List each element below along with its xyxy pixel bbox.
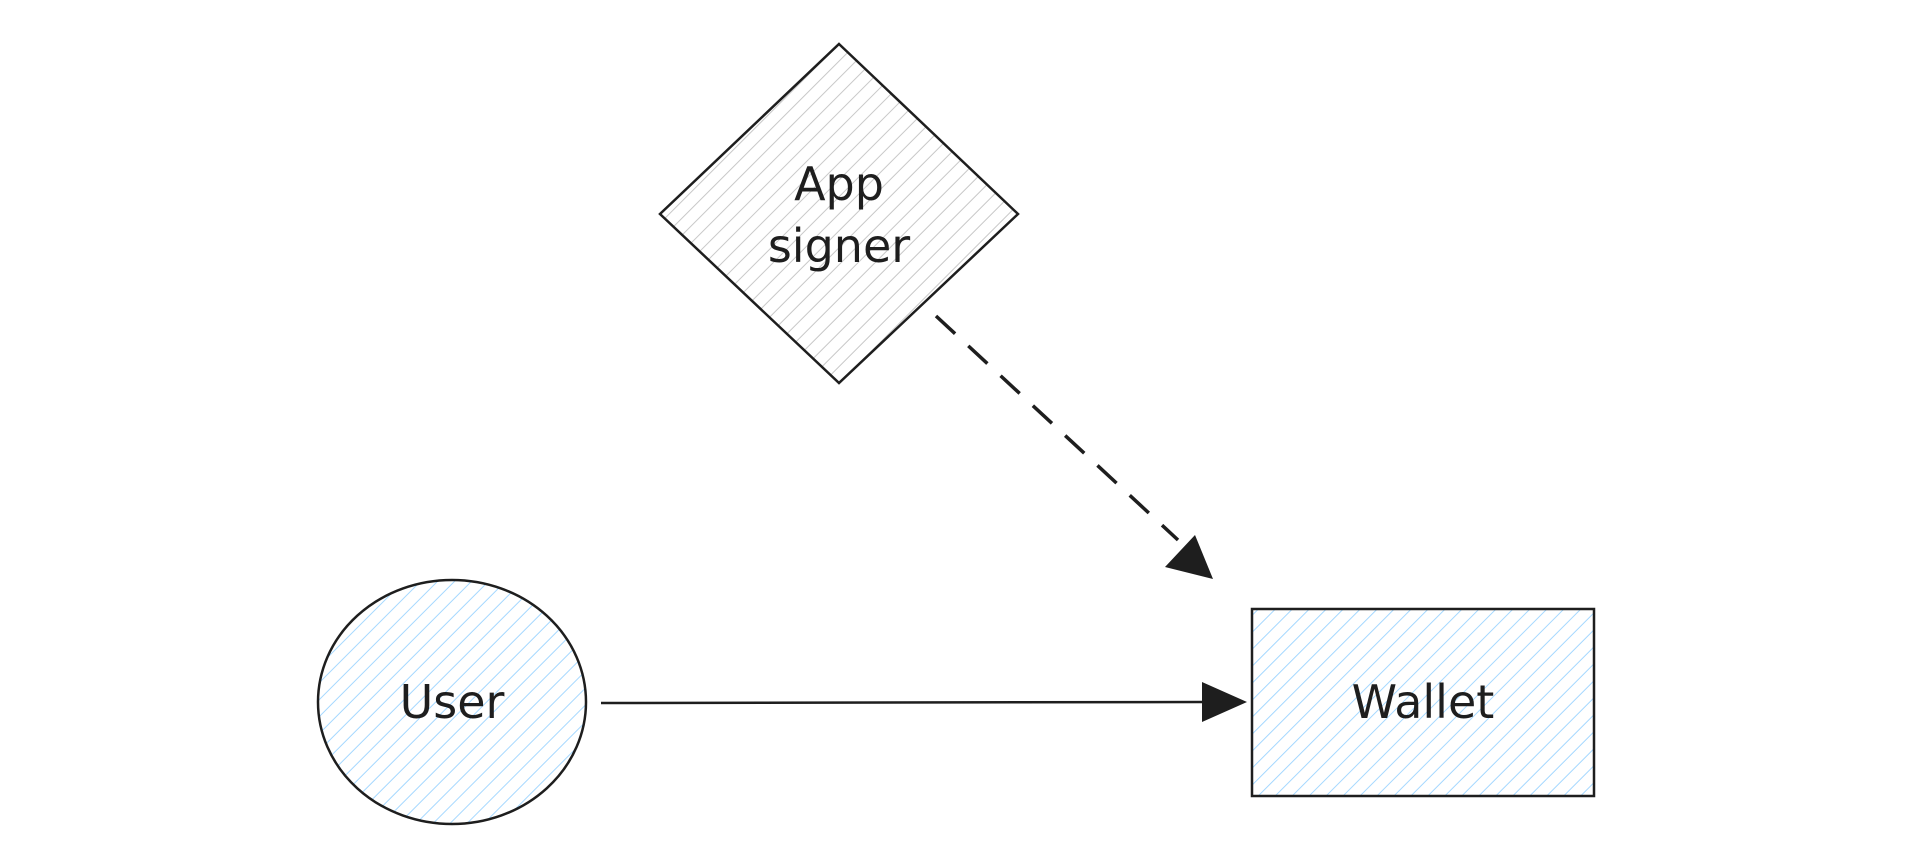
wallet-node[interactable]: Wallet — [1250, 607, 1596, 798]
edge-app-signer-to-wallet[interactable] — [934, 314, 1213, 579]
app-signer-label-line2: signer — [768, 219, 910, 273]
user-node[interactable]: User — [316, 578, 588, 826]
app-signer-node[interactable]: App signer — [658, 42, 1020, 385]
user-ellipse — [316, 578, 588, 826]
app-signer-diamond — [658, 42, 1020, 385]
wallet-rectangle — [1250, 607, 1596, 798]
user-label: User — [400, 675, 505, 729]
dashed-arrow-line — [934, 314, 1180, 542]
edge-user-to-wallet[interactable] — [600, 682, 1247, 722]
solid-arrow-head — [1202, 682, 1247, 722]
wallet-label: Wallet — [1352, 675, 1495, 729]
dashed-arrow-head — [1165, 535, 1213, 579]
app-signer-label-line1: App — [794, 157, 884, 211]
solid-arrow-line — [600, 700, 1205, 705]
